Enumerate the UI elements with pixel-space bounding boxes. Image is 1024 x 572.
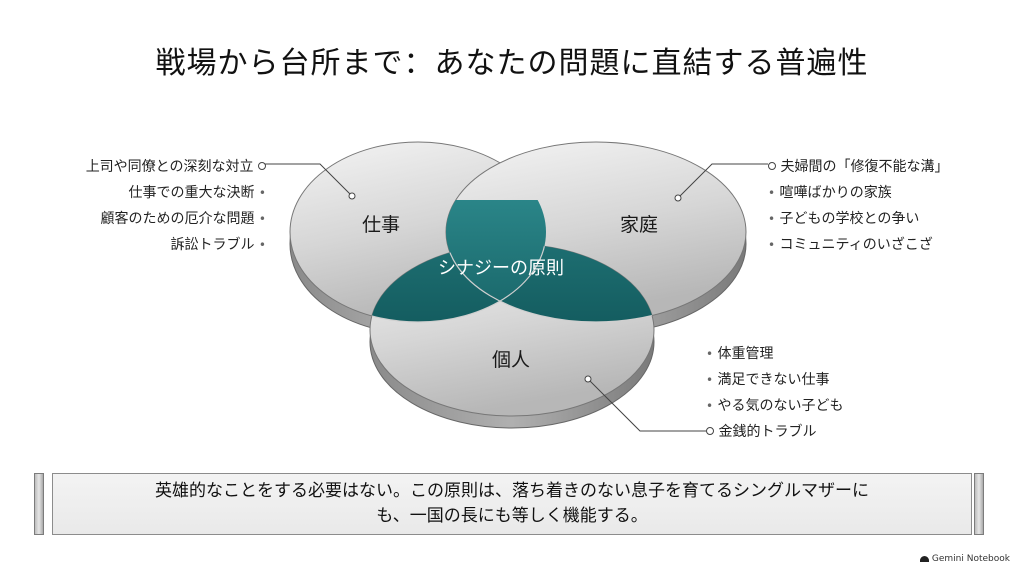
work-items-list: 上司や同僚との深刻な対立 仕事での重大な決断 • 顧客のための厄介な問題 • 訴… [86,154,266,258]
bullet-icon: • [258,212,266,226]
connector-ring-icon [706,427,714,435]
synergy-label: シナジーの原則 [438,258,564,279]
bullet-icon: • [706,399,714,413]
bullet-icon: • [706,347,714,361]
bullet-icon: • [768,212,776,226]
banner-right-cap [974,473,984,535]
banner-text-line2: も、一国の長にも等しく機能する。 [376,506,648,526]
banner-left-cap [34,473,44,535]
personal-items-list: • 体重管理 • 満足できない仕事 • やる気のない子ども 金銭的トラブル [706,341,844,445]
work-label: 仕事 [362,214,401,236]
banner-text-box: 英雄的なことをする必要はない。この原則は、落ち着きのない息子を育てるシングルマザ… [52,473,972,535]
family-item: • コミュニティのいざこざ [768,237,933,253]
connector-ring-icon [258,162,266,170]
work-item: 上司や同僚との深刻な対立 [86,154,266,180]
personal-item: • 満足できない仕事 [706,372,830,388]
banner-text-line1: 英雄的なことをする必要はない。この原則は、落ち着きのない息子を育てるシングルマザ… [155,481,869,501]
family-label: 家庭 [620,214,659,236]
notebook-logo-icon [919,556,929,562]
personal-label: 個人 [492,349,531,371]
bullet-icon: • [768,186,776,200]
work-item: 仕事での重大な決断 • [128,185,266,201]
venn-diagram [262,141,768,432]
bullet-icon: • [258,186,266,200]
personal-item: • やる気のない子ども [706,398,844,414]
bullet-icon: • [258,238,266,252]
summary-banner: 英雄的なことをする必要はない。この原則は、落ち着きのない息子を育てるシングルマザ… [32,473,992,537]
bullet-icon: • [768,238,776,252]
work-item: 訴訟トラブル • [170,237,266,253]
family-items-list: 夫婦間の「修復不能な溝」 • 喧嘩ばかりの家族 • 子どもの学校との争い • コ… [768,154,948,258]
work-item: 顧客のための厄介な問題 • [100,211,266,227]
personal-item: 金銭的トラブル [706,419,844,445]
watermark-text: Gemini Notebook [931,554,1010,564]
page-title: 戦場から台所まで：あなたの問題に直結する普遍性 [155,46,869,81]
family-item: • 子どもの学校との争い [768,211,920,227]
connector-lines [262,163,768,432]
overlap-outlines [370,244,654,323]
watermark: Gemini Notebook [919,554,1010,564]
connector-ring-icon [768,162,776,170]
bullet-icon: • [706,373,714,387]
family-item: • 喧嘩ばかりの家族 [768,185,892,201]
personal-item: • 体重管理 [706,346,774,362]
family-item: 夫婦間の「修復不能な溝」 [768,154,948,180]
